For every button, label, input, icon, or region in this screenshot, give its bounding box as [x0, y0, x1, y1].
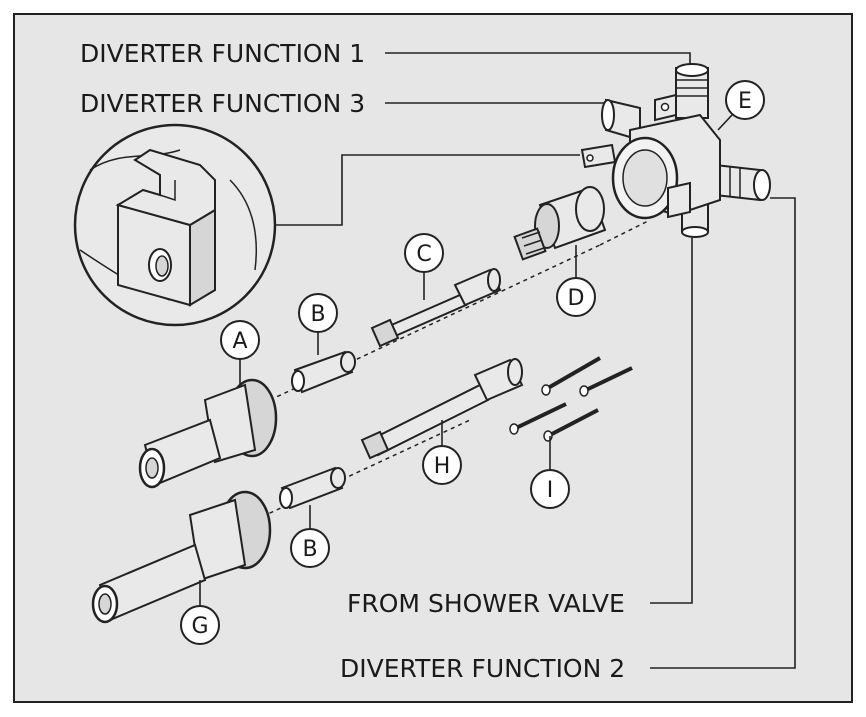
label-c: C — [416, 242, 431, 267]
label-circle-i — [530, 469, 570, 509]
callout-diverter-function-1: DIVERTER FUNCTION 1 — [80, 39, 365, 68]
cartridge-part-d — [513, 186, 607, 261]
callout-diverter-function-2: DIVERTER FUNCTION 2 — [340, 654, 625, 683]
sleeve-part-b-lower — [279, 466, 346, 510]
valve-stem-part-g — [91, 490, 272, 624]
callout-from-shower-valve: FROM SHOWER VALVE — [347, 589, 625, 618]
label-b-upper: B — [310, 302, 325, 327]
label-circle-g — [180, 605, 220, 645]
stem-extension-part-h — [360, 358, 524, 460]
label-circle-b-lower — [290, 528, 330, 568]
label-circle-c — [404, 233, 444, 273]
label-i: I — [547, 478, 554, 503]
detail-magnifier — [73, 123, 277, 327]
stem-extension-part-c — [370, 268, 502, 348]
callout-diverter-function-3: DIVERTER FUNCTION 3 — [80, 89, 365, 118]
valve-body-part-e — [580, 63, 771, 238]
screws-part-i — [509, 356, 633, 442]
label-circle-e — [725, 80, 765, 120]
label-h: H — [434, 454, 451, 479]
label-circle-h — [422, 445, 462, 485]
label-d: D — [568, 286, 585, 311]
label-b-lower: B — [302, 537, 317, 562]
label-circle-a — [220, 320, 260, 360]
label-e: E — [738, 89, 752, 114]
valve-stem-part-a — [138, 378, 278, 489]
label-circle-d — [556, 277, 596, 317]
sleeve-part-b-upper — [291, 350, 356, 394]
part-labels: A B C D E H I B G — [180, 80, 765, 645]
label-circle-b-upper — [298, 293, 338, 333]
assembly-axes — [254, 219, 651, 521]
label-a: A — [232, 329, 247, 354]
label-g: G — [191, 614, 208, 639]
